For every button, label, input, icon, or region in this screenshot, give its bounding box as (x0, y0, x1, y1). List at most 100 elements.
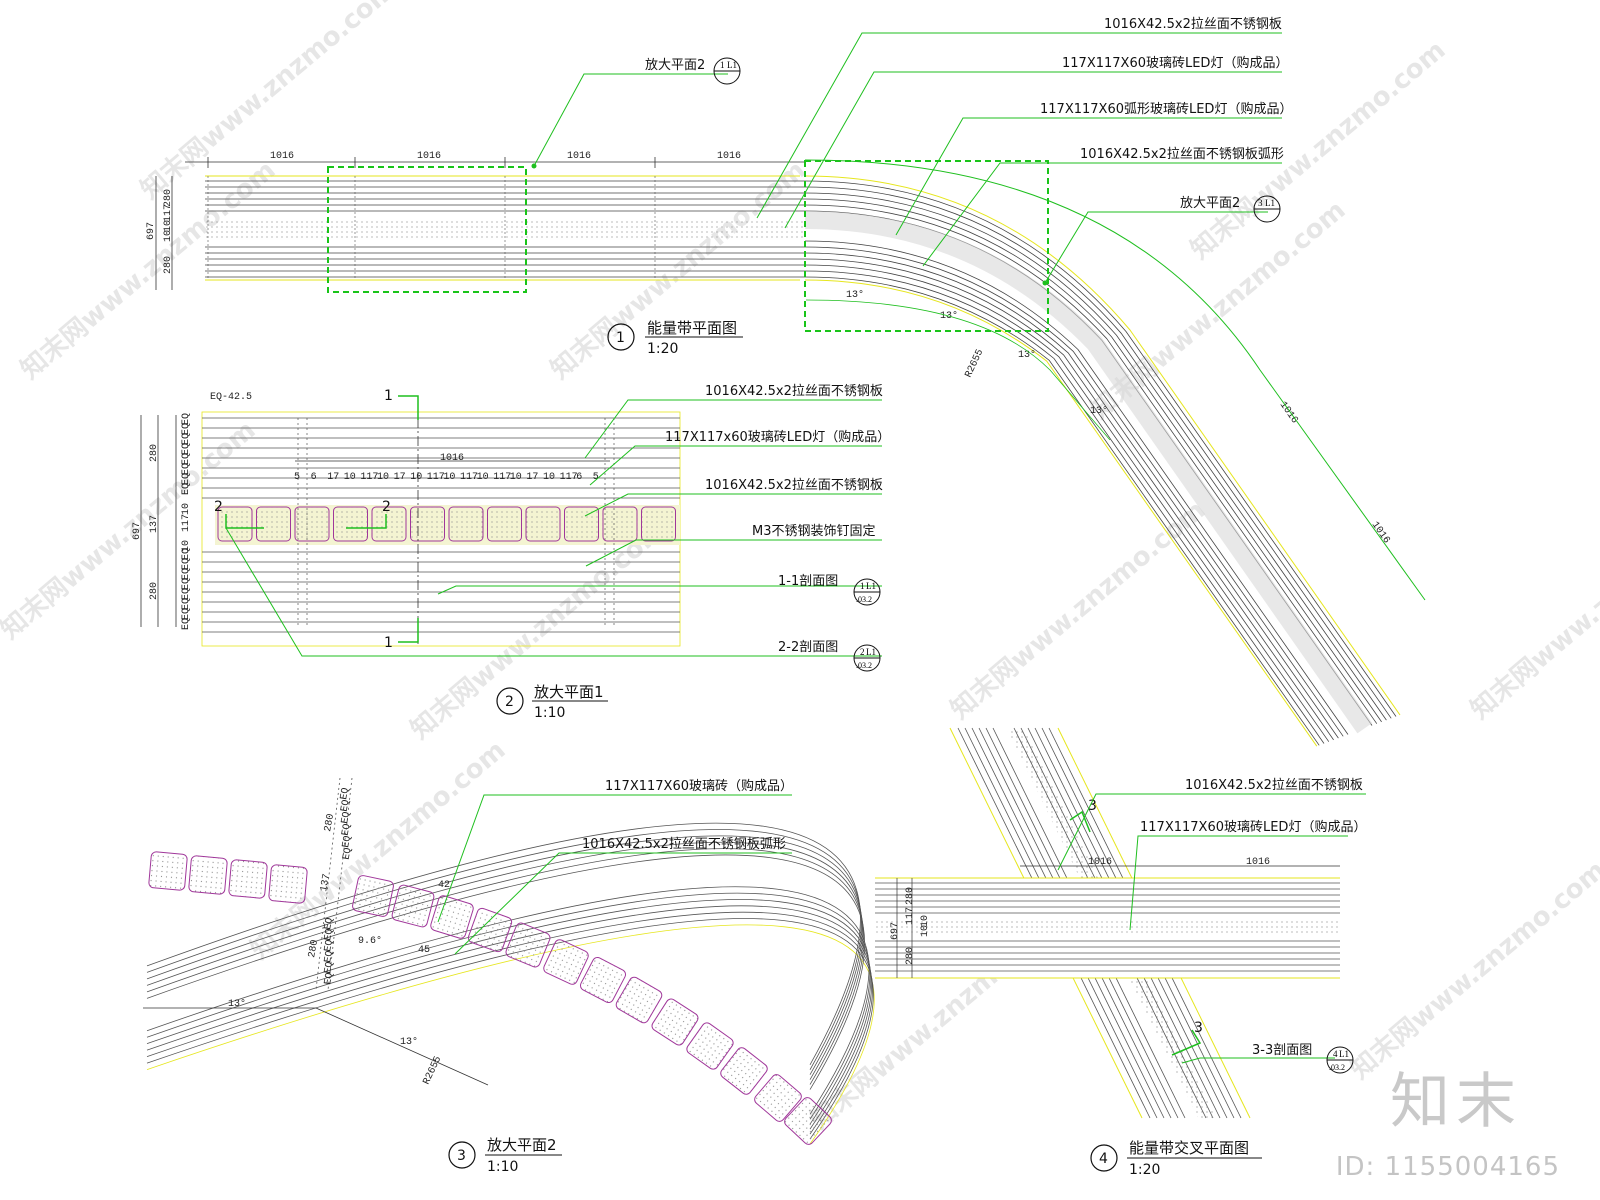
svg-text:1: 1 (720, 60, 725, 70)
section-cut-label: 1 (384, 388, 393, 404)
image-id: ID: 1155004165 (1335, 1152, 1560, 1182)
dim-label: 117 (427, 472, 445, 483)
drawing-title-text: 能量带平面图 (647, 319, 737, 337)
eq-label: EQ (181, 443, 192, 455)
steel-plates-straight (205, 180, 805, 278)
watermark-text: 知末网www.znzmo.com (1345, 855, 1600, 1085)
plate-arc (804, 264, 1330, 742)
callout: 1-1剖面图 (778, 574, 838, 589)
glass-brick (579, 956, 627, 1004)
glass-brick (602, 506, 638, 542)
dim-label: 117 (360, 472, 378, 483)
dim-label: 10 (443, 472, 455, 483)
angle-label: 13° (1090, 405, 1108, 417)
eq-label: EQ (340, 799, 353, 813)
plate-arc (146, 905, 872, 1130)
eq-label: EQ (181, 483, 192, 495)
plate-arc (146, 841, 864, 1080)
glass-brick (543, 939, 589, 985)
glass-brick (268, 864, 308, 904)
callout: 117X117X60玻璃砖LED灯（购成品） (1140, 819, 1366, 835)
callout: 117X117X60玻璃砖（购成品） (605, 778, 793, 794)
angle-label: 13° (846, 289, 864, 301)
dim-label: 1016 (1088, 857, 1112, 868)
dim-label: 42 (438, 880, 450, 891)
dim-label: 1016 (1369, 520, 1392, 546)
section-ref-symbol: 4 L1 .03.2 (1326, 1046, 1354, 1074)
dim-label: 1016 (270, 151, 294, 162)
dim-label: 10 (410, 472, 422, 483)
dim-label: 10 (920, 915, 931, 927)
drawing-title-text: 放大平面1 (534, 683, 604, 701)
glass-brick (720, 1047, 768, 1095)
drawing-title: 2 放大平面1 1:10 (496, 683, 608, 721)
drawing-title-text: 放大平面2 (487, 1136, 557, 1154)
eq-label: EQ (181, 578, 192, 590)
callout: 2-2剖面图 (778, 640, 838, 655)
guide-line (804, 175, 1401, 716)
led-band-curve (804, 211, 1373, 734)
dim-label: 17 (327, 472, 339, 483)
guide-line (804, 279, 1318, 747)
glass-brick (564, 506, 599, 542)
eq-label: EQ (181, 433, 192, 445)
dim-label: 6 (576, 472, 582, 483)
svg-text:2: 2 (505, 694, 514, 710)
angle-label: 13° (400, 1036, 418, 1048)
dim-label: 17 (526, 472, 538, 483)
callout: M3不锈钢装饰钉固定 (752, 524, 876, 539)
dim-label: 5 (593, 472, 599, 483)
glass-brick (352, 875, 394, 917)
led-band (875, 918, 1340, 936)
brand-logo: 知末 (1390, 1067, 1522, 1137)
glass-brick (294, 506, 330, 542)
svg-text:3: 3 (1258, 198, 1263, 208)
dim-label: 280 (307, 939, 321, 959)
plate-arc (804, 258, 1334, 741)
eq-label: EQ (341, 835, 354, 849)
dim-label: 1016 (717, 151, 741, 162)
glass-brick (217, 506, 253, 542)
svg-text:.03.2: .03.2 (1329, 1063, 1345, 1072)
watermark-text: 知末网www.znzmo.com (945, 495, 1211, 725)
dim-label: 280 (323, 813, 337, 833)
drawing-scale: 1:10 (534, 705, 565, 721)
drawing-title: 3 放大平面2 1:10 (448, 1136, 562, 1175)
plate-arc (146, 892, 871, 1120)
glass-brick (391, 884, 435, 928)
eq-label: EQ (181, 558, 192, 570)
eq-label: EQ (181, 423, 192, 435)
dim-label: 117 (460, 472, 478, 483)
glass-brick (371, 506, 407, 542)
dim-label: 117 (163, 204, 174, 222)
enlarge-box-1 (327, 166, 527, 293)
plate-arc (804, 270, 1325, 744)
glass-brick (148, 851, 188, 891)
glass-brick (505, 922, 551, 968)
drawing-scale: 1:20 (647, 341, 678, 357)
glass-brick (754, 1074, 802, 1122)
dim-label: 17 (394, 472, 406, 483)
svg-text:4: 4 (1099, 1151, 1108, 1167)
plate-arc (146, 886, 870, 1115)
radius-label: R2655 (964, 348, 987, 380)
eq-label: EQ (323, 961, 336, 975)
watermark-text: 知末网www.znzmo.com (1465, 495, 1600, 725)
eq-label: EQ (323, 950, 336, 964)
drawing-scale: 1:10 (487, 1159, 518, 1175)
dim-label: 280 (163, 189, 174, 207)
dim-label: 137 (149, 515, 160, 533)
dim-label: 117 (493, 472, 511, 483)
drawing-scale: 1:20 (1129, 1162, 1160, 1178)
plate-arc (804, 186, 1392, 719)
section-ref-symbol: 2 L1 .03.2 (853, 644, 881, 672)
section-cut-label: 1 (384, 635, 393, 651)
dim-label: EQ-42.5 (210, 392, 252, 403)
plate-arc (804, 180, 1397, 717)
svg-text:3: 3 (457, 1148, 466, 1164)
glass-brick (410, 506, 445, 542)
eq-label: EQ (181, 608, 192, 620)
callout: 1016X42.5x2拉丝面不锈钢板 (1185, 778, 1363, 793)
glass-brick (467, 907, 513, 953)
